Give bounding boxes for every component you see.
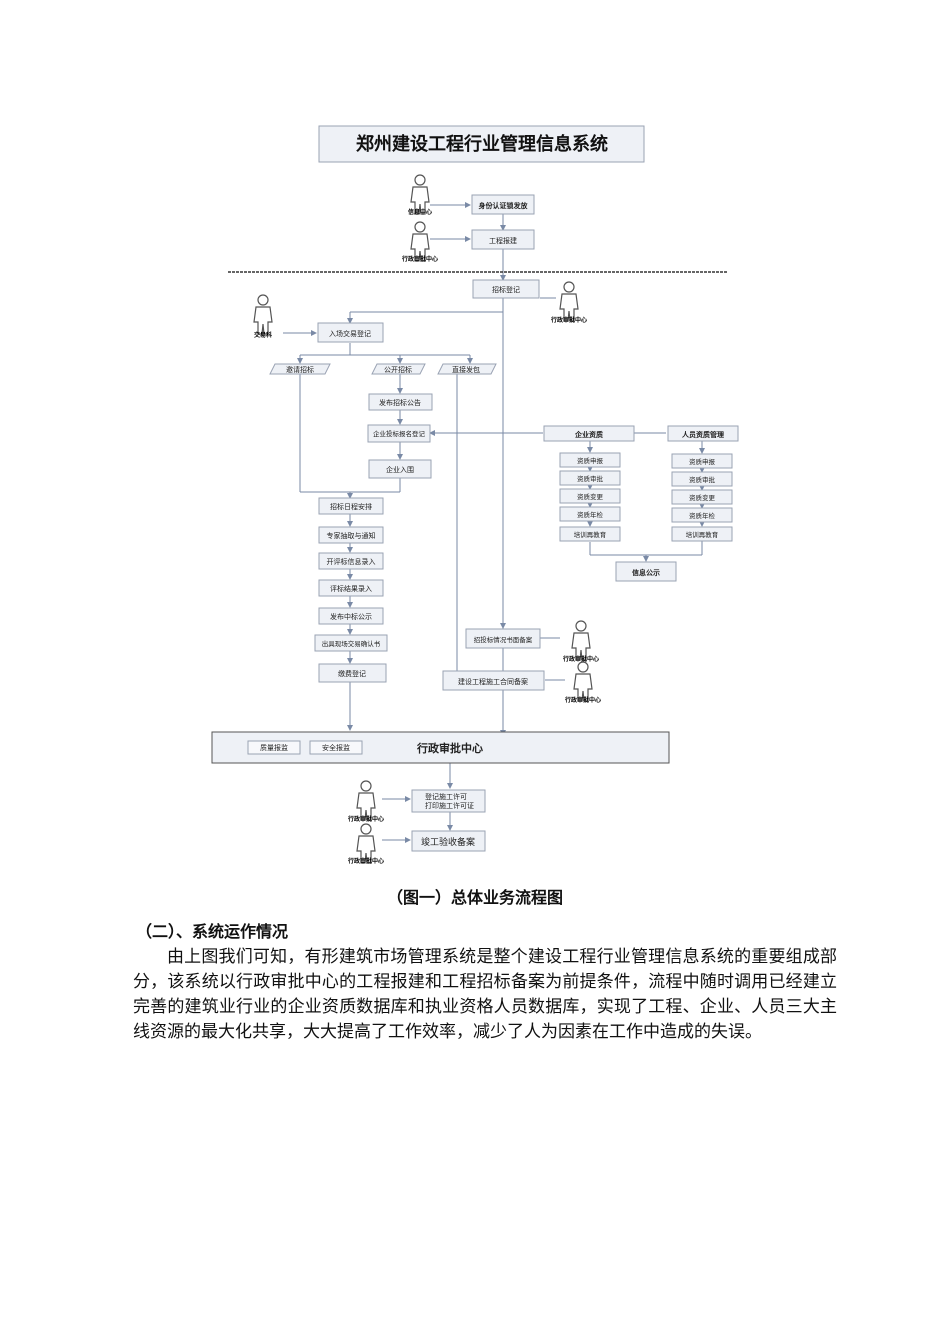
svg-text:企业入围: 企业入围 <box>386 465 414 474</box>
node-enterprise-enter: 企业入围 <box>368 459 432 479</box>
node-completion-filing: 竣工验收备案 <box>411 830 486 852</box>
svg-text:专家抽取与通知: 专家抽取与通知 <box>327 531 376 540</box>
svg-text:竣工验收备案: 竣工验收备案 <box>421 836 475 848</box>
node-publish-winner: 发布中标公示 <box>318 607 384 625</box>
node-invited-bid: 邀请招标 <box>269 363 331 375</box>
svg-text:行政审批中心: 行政审批中心 <box>564 696 601 704</box>
svg-text:直接发包: 直接发包 <box>452 365 480 374</box>
svg-text:公开招标: 公开招标 <box>384 365 412 374</box>
node-quality-supervision: 质量报监 <box>247 740 301 755</box>
diagram-title: 郑州建设工程行业管理信息系统 <box>318 125 645 163</box>
svg-text:质量报监: 质量报监 <box>260 743 288 752</box>
enterprise-item: 资质申报 <box>559 452 621 468</box>
node-safety-supervision: 安全报监 <box>309 740 363 755</box>
svg-text:登记施工许可: 登记施工许可 <box>425 792 467 801</box>
enterprise-item: 培训再教育 <box>559 526 621 542</box>
person-icon-admin-center-2: 行政审批中心 <box>550 281 587 324</box>
connector-lines <box>283 202 705 843</box>
person-icon-admin-center-5: 行政审批中心 <box>347 780 384 823</box>
svg-text:招投标情况书面备案: 招投标情况书面备案 <box>474 635 533 644</box>
section-heading: （二）、系统运作情况 <box>136 922 289 941</box>
business-flow-diagram: 郑州建设工程行业管理信息系统 <box>211 125 739 865</box>
svg-text:行政审批中心: 行政审批中心 <box>562 655 599 663</box>
svg-text:资质变更: 资质变更 <box>577 492 604 501</box>
svg-text:开评标信息录入: 开评标信息录入 <box>327 557 376 566</box>
svg-text:行政审批中心: 行政审批中心 <box>347 857 384 865</box>
node-credit-publicity: 信息公示 <box>615 561 677 582</box>
svg-text:招标登记: 招标登记 <box>492 285 520 294</box>
svg-text:入场交易登记: 入场交易登记 <box>329 329 371 338</box>
node-publish-notice: 发布招标公告 <box>368 393 433 411</box>
svg-text:资质变更: 资质变更 <box>689 493 716 502</box>
person-icon-info-center: 信息中心 <box>408 174 432 216</box>
svg-text:出具现场交易确认书: 出具现场交易确认书 <box>322 639 381 648</box>
person-icon-admin-center-6: 行政审批中心 <box>347 823 384 865</box>
svg-text:交易科: 交易科 <box>254 331 272 339</box>
node-trade-confirm: 出具现场交易确认书 <box>314 634 388 652</box>
node-enterprise-signup: 企业投标报名登记 <box>367 424 431 443</box>
svg-text:行政审批中心: 行政审批中心 <box>401 255 438 263</box>
svg-text:资质审批: 资质审批 <box>577 474 604 483</box>
svg-text:资质申报: 资质申报 <box>689 457 716 466</box>
svg-text:工程报建: 工程报建 <box>489 236 517 245</box>
svg-text:安全报监: 安全报监 <box>322 743 350 752</box>
svg-text:培训再教育: 培训再教育 <box>574 530 607 539</box>
node-entry-register: 入场交易登记 <box>317 322 384 343</box>
svg-text:信息中心: 信息中心 <box>408 208 432 216</box>
node-contract-filing: 建设工程施工合同备案 <box>442 670 545 691</box>
enterprise-item: 资质年检 <box>559 506 621 522</box>
svg-text:企业资质: 企业资质 <box>574 430 603 439</box>
personnel-item: 资质审批 <box>671 471 733 487</box>
node-identity: 身份认证锁发放 <box>471 194 535 215</box>
svg-text:资质年检: 资质年检 <box>577 510 604 519</box>
svg-text:招标日程安排: 招标日程安排 <box>330 502 372 511</box>
figure-caption: （图一）总体业务流程图 <box>386 888 563 907</box>
svg-text:行政审批中心: 行政审批中心 <box>550 316 587 324</box>
enterprise-qualification-group: 企业资质 资质申报 资质审批 资质变更 资质年检 培训再教育 <box>543 425 635 542</box>
node-public-bid: 公开招标 <box>371 363 426 375</box>
person-icon-admin-center-1: 行政审批中心 <box>401 221 438 263</box>
personnel-item: 资质年检 <box>671 507 733 523</box>
svg-text:行政审批中心: 行政审批中心 <box>347 815 384 823</box>
enterprise-item: 资质变更 <box>559 488 621 504</box>
svg-text:信息公示: 信息公示 <box>632 568 660 577</box>
svg-text:发布中标公示: 发布中标公示 <box>330 612 372 621</box>
node-expert-select: 专家抽取与通知 <box>318 526 384 544</box>
node-direct-contract: 直接发包 <box>437 363 497 375</box>
svg-text:建设工程施工合同备案: 建设工程施工合同备案 <box>458 677 528 686</box>
svg-text:行政审批中心: 行政审批中心 <box>416 741 483 755</box>
person-icon-trading-section: 交易科 <box>253 294 273 339</box>
body-paragraph: 由上图我们可知，有形建筑市场管理系统是整个建设工程行业管理信息系统的重要组成部分… <box>133 947 837 1042</box>
svg-text:郑州建设工程行业管理信息系统: 郑州建设工程行业管理信息系统 <box>356 133 608 155</box>
svg-text:资质年检: 资质年检 <box>689 511 716 520</box>
svg-text:缴费登记: 缴费登记 <box>338 669 366 678</box>
svg-text:资质审批: 资质审批 <box>689 475 716 484</box>
personnel-item: 培训再教育 <box>671 526 733 542</box>
svg-text:人员资质管理: 人员资质管理 <box>682 430 724 439</box>
node-construction-permit: 登记施工许可 打印施工许可证 <box>411 789 486 813</box>
personnel-qualification-group: 人员资质管理 资质申报 资质审批 资质变更 资质年检 培训再教育 <box>667 425 739 542</box>
node-bid-register: 招标登记 <box>472 279 540 299</box>
node-project-report: 工程报建 <box>471 229 535 250</box>
svg-text:身份认证锁发放: 身份认证锁发放 <box>478 201 529 210</box>
svg-text:发布招标公告: 发布招标公告 <box>379 398 421 407</box>
node-eval-result-entry: 评标结果录入 <box>318 579 384 597</box>
node-open-bid-entry: 开评标信息录入 <box>318 552 384 570</box>
personnel-item: 资质申报 <box>671 453 733 469</box>
node-fee-register: 缴费登记 <box>318 663 387 683</box>
svg-text:企业投标报名登记: 企业投标报名登记 <box>373 429 426 438</box>
person-icon-admin-center-4: 行政审批中心 <box>564 661 601 704</box>
node-bid-schedule: 招标日程安排 <box>318 497 384 515</box>
svg-text:资质申报: 资质申报 <box>577 456 604 465</box>
svg-text:培训再教育: 培训再教育 <box>686 530 719 539</box>
personnel-item: 资质变更 <box>671 489 733 505</box>
person-icon-admin-center-3: 行政审批中心 <box>562 620 599 663</box>
node-admin-center-box: 质量报监 安全报监 行政审批中心 <box>211 731 670 764</box>
node-bid-report-filing: 招投标情况书面备案 <box>465 628 541 649</box>
svg-text:评标结果录入: 评标结果录入 <box>330 584 372 593</box>
enterprise-item: 资质审批 <box>559 470 621 486</box>
svg-text:邀请招标: 邀请招标 <box>286 365 314 374</box>
svg-text:打印施工许可证: 打印施工许可证 <box>425 801 474 810</box>
